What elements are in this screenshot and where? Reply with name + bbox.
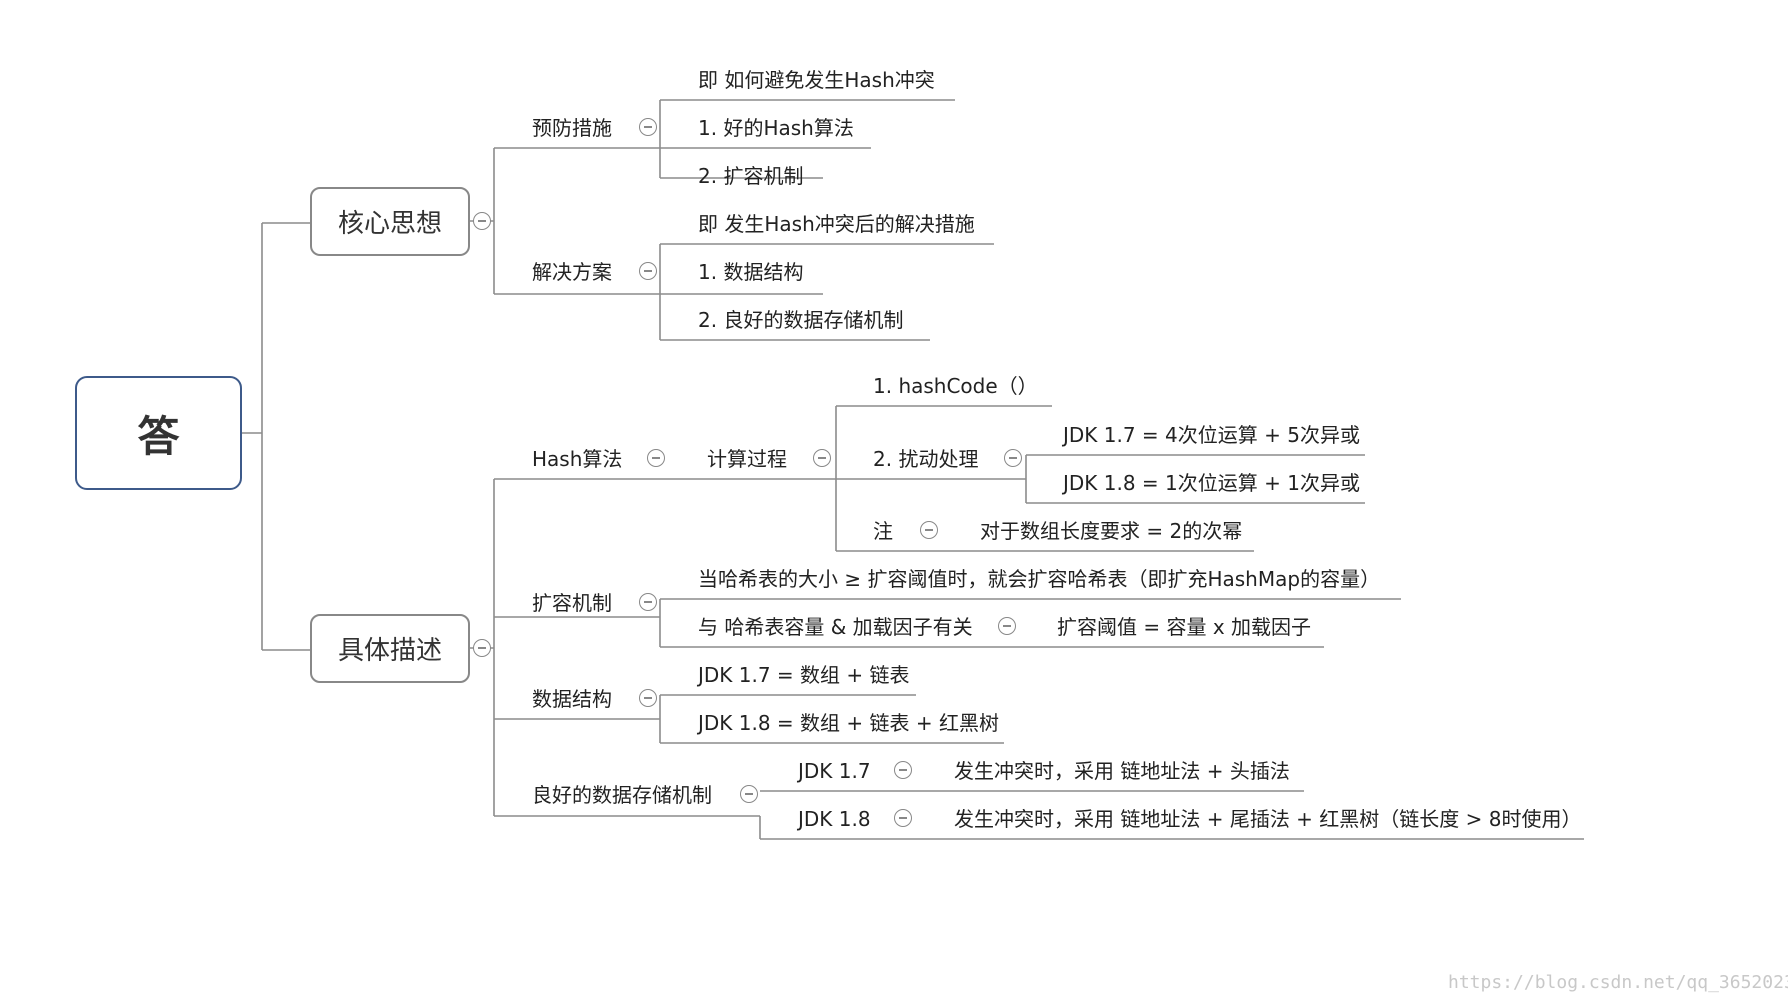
core-idea-label: 核心思想 [337, 209, 442, 239]
data-structure-collapse-icon[interactable] [639, 689, 657, 707]
prevention-collapse-icon[interactable] [639, 118, 657, 136]
details-label: 具体描述 [337, 636, 442, 666]
details-collapse-icon[interactable] [473, 639, 491, 657]
data-structure-jdk18[interactable]: JDK 1.8 = 数组 + 链表 + 红黑树 [698, 711, 999, 735]
storage-topic[interactable]: 良好的数据存储机制 [532, 783, 712, 807]
storage-jdk17-text[interactable]: 发生冲突时，采用 链地址法 + 头插法 [954, 759, 1290, 783]
watermark: https://blog.csdn.net/qq_36520235 [1448, 972, 1788, 993]
hash-algorithm-collapse-icon[interactable] [647, 449, 665, 467]
prevention-item-1[interactable]: 即 如何避免发生Hash冲突 [698, 68, 935, 92]
storage-jdk18-collapse-icon[interactable] [894, 809, 912, 827]
storage-collapse-icon[interactable] [740, 785, 758, 803]
storage-jdk18-label[interactable]: JDK 1.8 [798, 807, 871, 831]
details-node[interactable]: 具体描述 [310, 614, 470, 683]
core-idea-node[interactable]: 核心思想 [310, 187, 470, 256]
perturbation-jdk17[interactable]: JDK 1.7 = 4次位运算 + 5次异或 [1063, 423, 1360, 447]
prevention-topic[interactable]: 预防措施 [532, 116, 612, 140]
connector-prevention [658, 99, 955, 179]
connector-resize [658, 598, 1401, 648]
resize-item-2-collapse-icon[interactable] [998, 617, 1016, 635]
core-idea-collapse-icon[interactable] [473, 212, 491, 230]
data-structure-topic[interactable]: 数据结构 [532, 687, 612, 711]
note-topic[interactable]: 注 [873, 519, 893, 543]
root-node[interactable]: 答 [75, 376, 242, 490]
data-structure-jdk17[interactable]: JDK 1.7 = 数组 + 链表 [698, 663, 910, 687]
resize-topic[interactable]: 扩容机制 [532, 591, 612, 615]
solution-item-3[interactable]: 2. 良好的数据存储机制 [698, 308, 904, 332]
storage-jdk17-collapse-icon[interactable] [894, 761, 912, 779]
prevention-item-2[interactable]: 1. 好的Hash算法 [698, 116, 854, 140]
hash-algorithm-topic[interactable]: Hash算法 [532, 447, 623, 471]
resize-item-1[interactable]: 当哈希表的大小 ≥ 扩容阈值时，就会扩容哈希表（即扩充HashMap的容量） [698, 567, 1381, 591]
connector-storage [759, 790, 1584, 840]
connector-root [242, 222, 310, 651]
connector-solution [658, 243, 994, 341]
process-topic[interactable]: 计算过程 [707, 447, 787, 471]
resize-item-2[interactable]: 与 哈希表容量 & 加载因子有关 [698, 615, 973, 639]
resize-collapse-icon[interactable] [639, 593, 657, 611]
note-collapse-icon[interactable] [920, 521, 938, 539]
hashcode-step[interactable]: 1. hashCode（） [873, 374, 1038, 398]
storage-jdk18-text[interactable]: 发生冲突时，采用 链地址法 + 尾插法 + 红黑树（链长度 > 8时使用） [954, 807, 1582, 831]
solution-item-1[interactable]: 即 发生Hash冲突后的解决措施 [698, 212, 975, 236]
perturbation-collapse-icon[interactable] [1004, 449, 1022, 467]
storage-jdk17-label[interactable]: JDK 1.7 [798, 759, 871, 783]
perturbation-step[interactable]: 2. 扰动处理 [873, 447, 979, 471]
connector-data-structure [658, 694, 1004, 744]
root-label: 答 [137, 411, 180, 461]
connector-perturbation [1023, 454, 1365, 504]
note-text[interactable]: 对于数组长度要求 = 2的次幂 [980, 519, 1243, 543]
solution-collapse-icon[interactable] [639, 262, 657, 280]
perturbation-jdk18[interactable]: JDK 1.8 = 1次位运算 + 1次异或 [1063, 471, 1360, 495]
prevention-item-3[interactable]: 2. 扩容机制 [698, 164, 804, 188]
solution-topic[interactable]: 解决方案 [532, 260, 612, 284]
connector-process [835, 405, 1254, 552]
resize-threshold[interactable]: 扩容阈值 = 容量 x 加载因子 [1057, 615, 1312, 639]
process-collapse-icon[interactable] [813, 449, 831, 467]
solution-item-2[interactable]: 1. 数据结构 [698, 260, 804, 284]
